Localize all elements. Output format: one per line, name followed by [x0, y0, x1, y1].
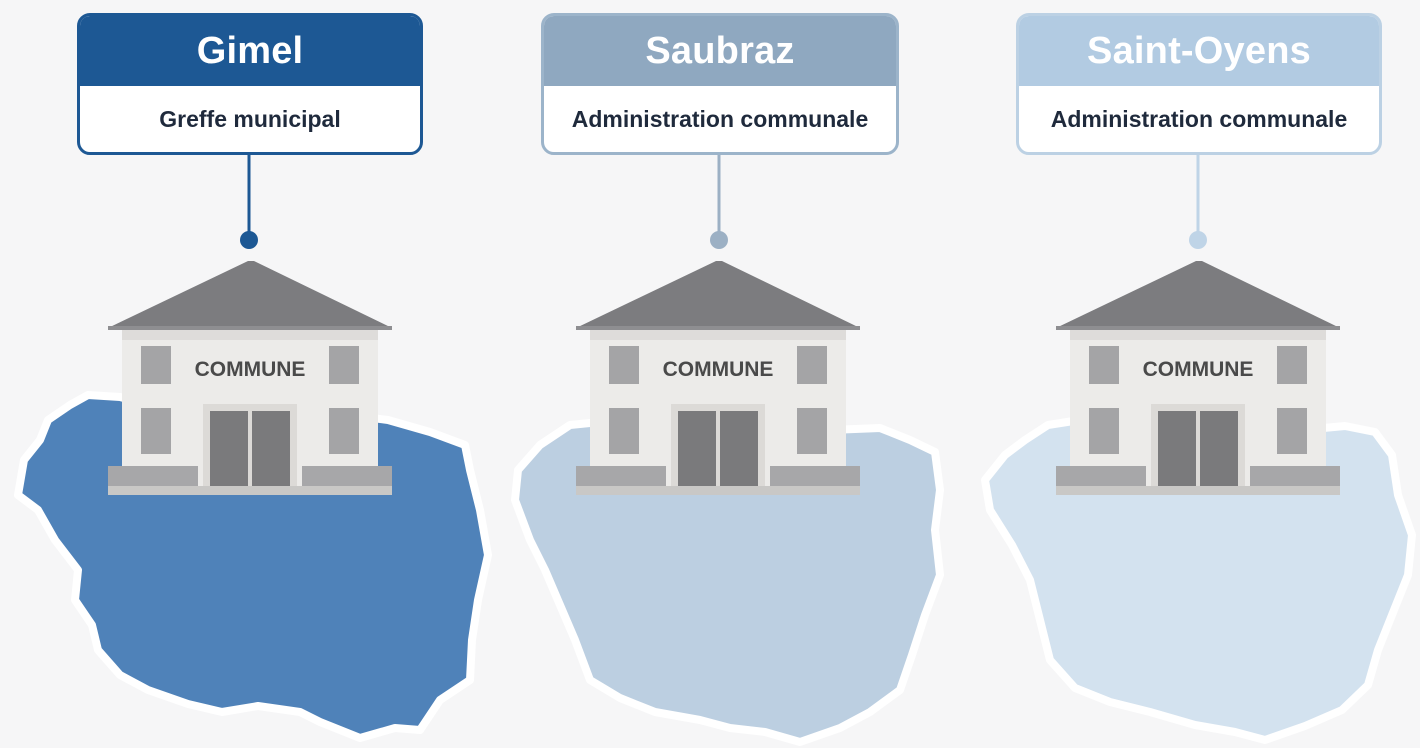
- town-hall-icon: COMMUNE: [1056, 261, 1340, 495]
- commune-card-saubraz: Saubraz Administration communale: [541, 13, 899, 155]
- connector-dot: [710, 231, 728, 249]
- connector-dot: [240, 231, 258, 249]
- building-label: COMMUNE: [663, 358, 774, 381]
- connector-dot: [1189, 231, 1207, 249]
- commune-name: Saint-Oyens: [1019, 16, 1379, 86]
- commune-card-saint-oyens: Saint-Oyens Administration communale: [1016, 13, 1382, 155]
- commune-name: Saubraz: [544, 16, 896, 86]
- commune-name: Gimel: [80, 16, 420, 86]
- building-label: COMMUNE: [195, 358, 306, 381]
- building-label: COMMUNE: [1143, 358, 1254, 381]
- town-hall-icon: COMMUNE: [576, 261, 860, 495]
- commune-service: Greffe municipal: [159, 105, 341, 132]
- town-hall-icon: COMMUNE: [108, 261, 392, 495]
- commune-service: Administration communale: [571, 105, 869, 132]
- commune-service: Administration communale: [1050, 105, 1348, 132]
- commune-card-gimel: Gimel Greffe municipal: [77, 13, 423, 155]
- territory-saint-oyens: [981, 416, 1416, 744]
